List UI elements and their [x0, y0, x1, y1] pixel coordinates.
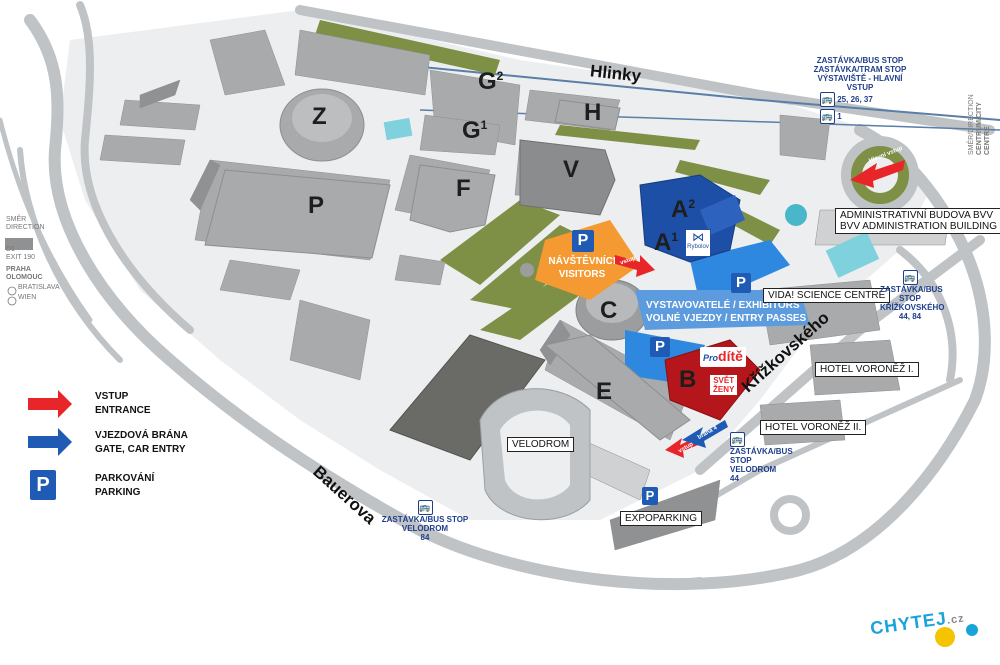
tram-icon: 🚌	[820, 109, 835, 124]
pavilion-v-shape	[519, 139, 616, 216]
visitors-area	[535, 220, 640, 300]
legend-entrance-text: VSTUP ENTRANCE	[95, 391, 151, 416]
stop-velodrom-right: 🚌 ZASTÁVKA/BUS STOP VELODROM 44	[730, 432, 793, 483]
hotel-voronez-1-label: HOTEL VORONĚŽ I.	[815, 362, 919, 377]
pavilion-f-label: F	[456, 175, 471, 202]
gate-arrow	[682, 420, 728, 448]
bus-icon: 🚌	[820, 92, 835, 107]
prodite-logo: Prodítě	[700, 347, 746, 367]
exhibitors-label: VYSTAVOVATELÉ / EXHIBITORS VOLNÉ VJEZDY …	[646, 300, 807, 324]
pavilion-a2-label: A2	[671, 196, 696, 223]
exhibitors-area-top	[690, 240, 790, 305]
visitors-label: NÁVŠTĚVNÍCI VISITORS	[548, 256, 616, 280]
direction-right: SMĚR/DIRECTION CENTRUM/CITY CENTRE	[968, 94, 991, 155]
velodrom-label: VELODROM	[507, 437, 575, 452]
rybolov-badge: ⋈ Rybolov	[685, 229, 711, 257]
pavilion-p-label: P	[308, 192, 325, 219]
pavilion-g1-label: G1	[462, 117, 488, 144]
bus-icon: 🚌	[417, 500, 433, 515]
pavilion-z-label: Z	[312, 103, 327, 130]
legend-parking-text: PARKOVÁNÍ PARKING	[95, 473, 155, 498]
velodrom-track	[479, 388, 591, 521]
bus-icon: 🚌	[730, 432, 745, 447]
legend-gate-text: VJEZDOVÁ BRÁNA GATE, CAR ENTRY	[95, 430, 188, 455]
stop-vystaviste-main: ZASTÁVKA/BUS STOP ZASTÁVKA/TRAM STOP VÝS…	[810, 56, 910, 124]
pavilion-f-shape	[409, 164, 496, 233]
expoparking-label: EXPOPARKING	[620, 511, 703, 526]
parking-icon-exhibitors-low: P	[650, 337, 670, 357]
dark-building	[389, 334, 546, 461]
vida-label: VIDA! SCIENCE CENTRE	[763, 288, 891, 303]
entrance-arrow-c	[612, 255, 655, 277]
bvv-admin-label: ADMINISTRATIVNÍ BUDOVA BVV BVV ADMINISTR…	[835, 208, 1000, 234]
pavilion-c-label: C	[600, 297, 618, 324]
svet-zeny-logo: SVĚT ŽENY	[710, 375, 738, 395]
stop-velodrom-left: 🚌 ZASTÁVKA/BUS STOP VELODROM 84	[381, 500, 469, 542]
legend-parking-icon: P	[30, 470, 56, 500]
pavilion-v-label: V	[563, 156, 580, 183]
pavilion-h-label: H	[584, 99, 602, 126]
entrance-arrow-main	[850, 160, 905, 188]
pavilion-a-shape	[639, 174, 741, 263]
direction-left: SMĚR DIRECTION D1 EXIT 190 PRAHA OLOMOUC…	[6, 216, 60, 301]
pavilion-b-label: B	[679, 366, 697, 393]
pavilion-e-label: E	[596, 378, 613, 405]
hotel-voronez-2-label: HOTEL VORONĚŽ II.	[760, 420, 867, 435]
parking-icon-exhibitors-top: P	[731, 273, 751, 293]
pavilion-e-shape	[543, 334, 691, 441]
parking-icon-visitors: P	[572, 230, 594, 252]
expoparking-icon: P	[642, 487, 658, 505]
pavilion-z-shape	[279, 88, 365, 162]
pavilion-g2-label: G2	[478, 68, 504, 95]
tram-line	[329, 57, 1000, 121]
bus-icon: 🚌	[902, 270, 918, 285]
legend-entrance-arrow	[28, 390, 72, 418]
fish-icon: ⋈	[692, 230, 704, 244]
legend-gate-arrow	[28, 428, 72, 456]
stop-krizkovskeho: 🚌 ZASTÁVKA/BUS STOP KŘÍŽKOVSKÉHO 44, 84	[880, 270, 945, 321]
pavilion-a1-label: A1	[654, 229, 679, 256]
roundabout	[770, 495, 810, 535]
pavilion-h-shape	[554, 99, 621, 131]
pavilion-p-shape	[204, 169, 391, 259]
